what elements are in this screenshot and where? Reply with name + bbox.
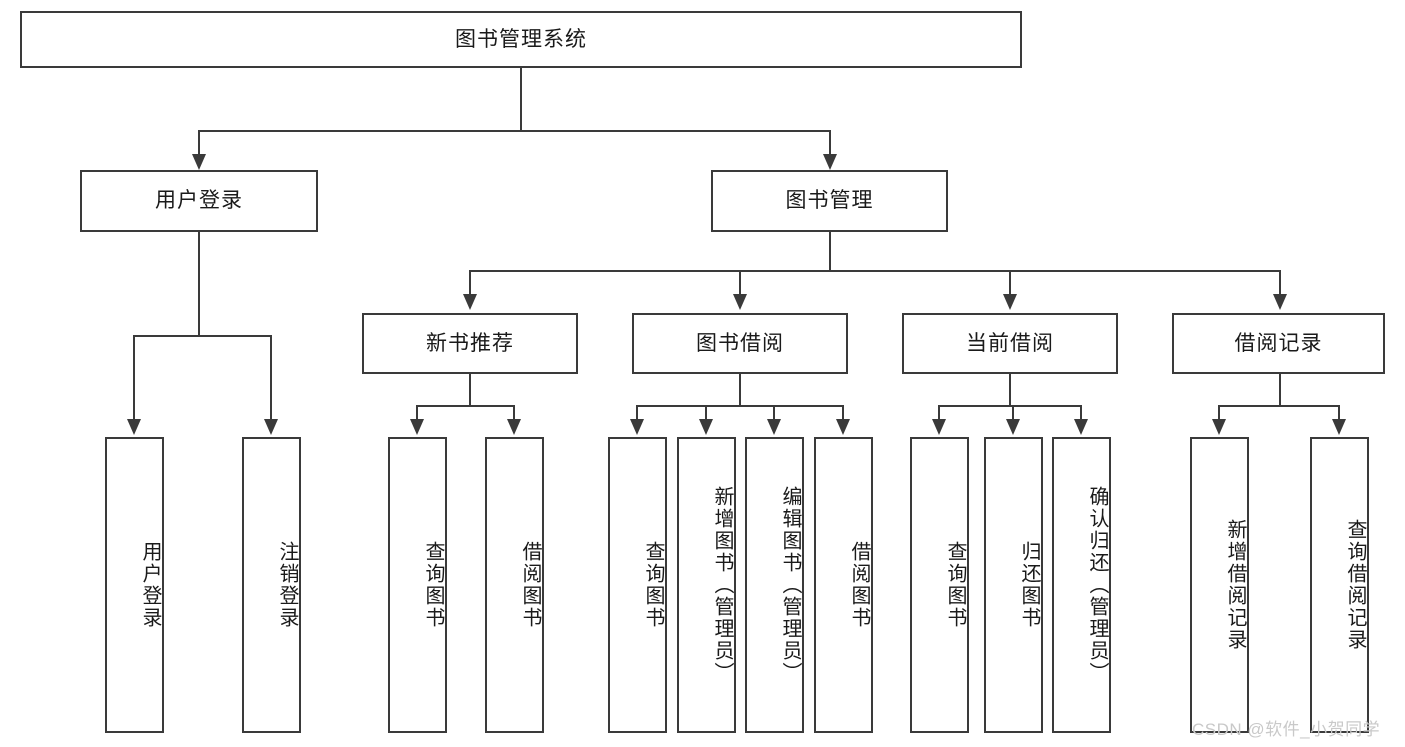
connector-borrow-record-to-leaf-2: [1338, 405, 1340, 421]
node-leaf-query-book-1-label: 查询图书: [422, 541, 444, 629]
node-leaf-query-record-label: 查询借阅记录: [1344, 519, 1366, 651]
arrow-current-borrow-to-leaf-3: [1074, 419, 1088, 435]
arrow-user-login-to-leaf-1: [127, 419, 141, 435]
node-book-borrow-label: 图书借阅: [696, 331, 784, 355]
node-leaf-add-book-label: 新增图书（管理员）: [711, 486, 733, 684]
connector-new-book-to-leaf-1: [416, 405, 418, 421]
arrow-book-manage-to-l3-1: [463, 294, 477, 310]
node-book-manage[interactable]: 图书管理: [711, 170, 948, 232]
arrow-book-borrow-to-leaf-1: [630, 419, 644, 435]
arrow-new-book-to-leaf-1: [410, 419, 424, 435]
node-leaf-confirm-return[interactable]: 确认归还（管理员）: [1052, 437, 1111, 733]
node-leaf-edit-book-label: 编辑图书（管理员）: [779, 486, 801, 684]
node-leaf-add-book[interactable]: 新增图书（管理员）: [677, 437, 736, 733]
node-root[interactable]: 图书管理系统: [20, 11, 1022, 68]
connector-current-borrow-to-leaf-2: [1012, 405, 1014, 421]
arrow-root-to-book-manage: [823, 154, 837, 170]
node-leaf-return-book[interactable]: 归还图书: [984, 437, 1043, 733]
connector-current-borrow-to-leaf-3: [1080, 405, 1082, 421]
arrow-user-login-to-leaf-2: [264, 419, 278, 435]
connector-root-to-user-login: [198, 130, 200, 156]
node-leaf-query-record[interactable]: 查询借阅记录: [1310, 437, 1369, 733]
node-leaf-confirm-return-label: 确认归还（管理员）: [1086, 486, 1108, 684]
connector-borrow-record-bar: [1218, 405, 1340, 407]
arrow-book-manage-to-l3-4: [1273, 294, 1287, 310]
connector-book-manage-to-l3-1: [469, 270, 471, 296]
connector-new-book-stem: [469, 374, 471, 405]
csdn-watermark: CSDN @软件_小贺同学: [1192, 720, 1381, 739]
connector-user-login-to-leaf-2: [270, 335, 272, 421]
connector-borrow-record-stem: [1279, 374, 1281, 405]
node-leaf-user-login-label: 用户登录: [139, 541, 161, 629]
node-leaf-user-login[interactable]: 用户登录: [105, 437, 164, 733]
node-leaf-query-book-3-label: 查询图书: [944, 541, 966, 629]
connector-current-borrow-bar: [938, 405, 1081, 407]
node-leaf-borrow-book-2-label: 借阅图书: [848, 541, 870, 629]
connector-book-manage-stem: [829, 232, 831, 270]
arrow-book-manage-to-l3-3: [1003, 294, 1017, 310]
arrow-new-book-to-leaf-2: [507, 419, 521, 435]
node-user-login-label: 用户登录: [155, 189, 243, 213]
node-new-book-recommend-label: 新书推荐: [426, 331, 514, 355]
connector-user-login-stem: [198, 232, 200, 335]
node-user-login[interactable]: 用户登录: [80, 170, 318, 232]
connector-user-login-to-leaf-1: [133, 335, 135, 421]
connector-root-to-book-manage: [829, 130, 831, 156]
node-book-manage-label: 图书管理: [785, 189, 874, 213]
node-leaf-add-record[interactable]: 新增借阅记录: [1190, 437, 1249, 733]
connector-book-borrow-bar: [636, 405, 844, 407]
node-leaf-borrow-book-1-label: 借阅图书: [519, 541, 541, 629]
connector-current-borrow-stem: [1009, 374, 1011, 405]
connector-borrow-record-to-leaf-1: [1218, 405, 1220, 421]
connector-new-book-bar: [416, 405, 514, 407]
node-book-borrow[interactable]: 图书借阅: [632, 313, 848, 374]
connector-root-bar: [198, 130, 831, 132]
node-leaf-edit-book[interactable]: 编辑图书（管理员）: [745, 437, 804, 733]
connector-book-manage-to-l3-2: [739, 270, 741, 296]
connector-book-borrow-to-leaf-2: [705, 405, 707, 421]
connector-book-borrow-to-leaf-1: [636, 405, 638, 421]
node-leaf-add-record-label: 新增借阅记录: [1224, 519, 1246, 651]
connector-user-login-bar: [133, 335, 271, 337]
connector-book-borrow-to-leaf-3: [773, 405, 775, 421]
node-leaf-logout[interactable]: 注销登录: [242, 437, 301, 733]
arrow-current-borrow-to-leaf-1: [932, 419, 946, 435]
connector-book-manage-to-l3-4: [1279, 270, 1281, 296]
connector-book-manage-to-l3-3: [1009, 270, 1011, 296]
connector-book-manage-bar: [469, 270, 1279, 272]
connector-book-borrow-stem: [739, 374, 741, 405]
node-leaf-query-book-2[interactable]: 查询图书: [608, 437, 667, 733]
arrow-book-borrow-to-leaf-2: [699, 419, 713, 435]
node-new-book-recommend[interactable]: 新书推荐: [362, 313, 578, 374]
node-leaf-borrow-book-2[interactable]: 借阅图书: [814, 437, 873, 733]
node-leaf-return-book-label: 归还图书: [1018, 541, 1040, 629]
arrow-borrow-record-to-leaf-1: [1212, 419, 1226, 435]
node-borrow-record-label: 借阅记录: [1234, 331, 1323, 355]
node-leaf-query-book-2-label: 查询图书: [642, 541, 664, 629]
node-current-borrow[interactable]: 当前借阅: [902, 313, 1118, 374]
arrow-root-to-user-login: [192, 154, 206, 170]
arrow-current-borrow-to-leaf-2: [1006, 419, 1020, 435]
connector-current-borrow-to-leaf-1: [938, 405, 940, 421]
node-borrow-record[interactable]: 借阅记录: [1172, 313, 1385, 374]
node-leaf-logout-label: 注销登录: [276, 541, 298, 629]
connector-new-book-to-leaf-2: [513, 405, 515, 421]
arrow-book-borrow-to-leaf-3: [767, 419, 781, 435]
node-root-label: 图书管理系统: [455, 27, 587, 51]
connector-root-stem: [520, 68, 522, 130]
arrow-borrow-record-to-leaf-2: [1332, 419, 1346, 435]
node-current-borrow-label: 当前借阅: [966, 331, 1054, 355]
node-leaf-query-book-1[interactable]: 查询图书: [388, 437, 447, 733]
node-leaf-query-book-3[interactable]: 查询图书: [910, 437, 969, 733]
arrow-book-borrow-to-leaf-4: [836, 419, 850, 435]
arrow-book-manage-to-l3-2: [733, 294, 747, 310]
node-leaf-borrow-book-1[interactable]: 借阅图书: [485, 437, 544, 733]
connector-book-borrow-to-leaf-4: [842, 405, 844, 421]
